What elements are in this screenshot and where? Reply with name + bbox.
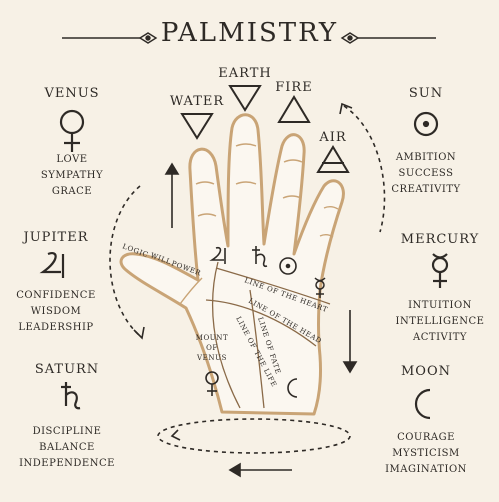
palm-mercury-icon xyxy=(314,277,326,298)
trait-intuition: INTUITION xyxy=(408,300,472,311)
saturn-icon xyxy=(61,382,81,410)
trait-intelligence: INTELLIGENCE xyxy=(395,316,485,327)
trait-imagination: IMAGINATION xyxy=(385,464,467,475)
trait-leadership: LEADERSHIP xyxy=(18,322,94,333)
water-triangle-icon xyxy=(180,113,214,140)
air-triangle-icon xyxy=(316,145,350,173)
moon-traits: COURAGE MYSTICISM IMAGINATION xyxy=(371,430,481,478)
title-flourish-left xyxy=(62,32,158,44)
hand-outline xyxy=(119,113,345,416)
trait-balance: BALANCE xyxy=(39,442,95,453)
hand-illustration xyxy=(119,113,345,416)
trait-confidence: CONFIDENCE xyxy=(16,290,96,301)
trait-activity: ACTIVITY xyxy=(413,332,467,343)
jupiter-icon xyxy=(39,252,65,278)
trait-love: LOVE xyxy=(56,154,88,165)
palm-venus-icon xyxy=(205,371,219,396)
mercury-icon xyxy=(431,253,449,288)
mercury-traits: INTUITION INTELLIGENCE ACTIVITY xyxy=(385,298,495,346)
trait-wisdom: WISDOM xyxy=(30,306,82,317)
palm-saturn-icon xyxy=(252,246,268,268)
of-label: OF xyxy=(206,344,218,352)
palm-moon-icon xyxy=(287,378,298,398)
sun-icon xyxy=(413,111,439,137)
moon-icon xyxy=(414,388,431,420)
trait-success: SUCCESS xyxy=(398,168,454,179)
left-arrow-bottom xyxy=(228,462,292,478)
earth-label: EARTH xyxy=(218,66,272,81)
fire-label: FIRE xyxy=(275,80,313,95)
mount-label: MOUNT xyxy=(196,334,229,342)
trait-independence: INDEPENDENCE xyxy=(19,458,115,469)
fire-triangle-icon xyxy=(277,95,311,123)
moon-name: MOON xyxy=(400,364,451,379)
saturn-name: SATURN xyxy=(34,362,100,377)
air-label: AIR xyxy=(319,130,347,145)
sun-name: SUN xyxy=(408,86,444,101)
dashed-ellipse-bottom xyxy=(157,418,351,454)
trait-ambition: AMBITION xyxy=(395,152,457,163)
venus-icon xyxy=(59,109,85,152)
down-arrow-right xyxy=(342,310,358,374)
mercury-name: MERCURY xyxy=(400,232,480,247)
up-arrow-left xyxy=(164,162,180,228)
earth-triangle-icon xyxy=(228,85,262,112)
trait-mysticism: MYSTICISM xyxy=(392,448,460,459)
palm-jupiter-icon xyxy=(209,246,226,264)
trait-discipline: DISCIPLINE xyxy=(32,426,102,437)
dashed-arc-right xyxy=(339,102,386,233)
trait-sympathy: SYMPATHY xyxy=(40,170,104,181)
venus-mount-label: VENUS xyxy=(196,354,227,362)
trait-creativity: CREATIVITY xyxy=(391,184,461,195)
trait-courage: COURAGE xyxy=(397,432,455,443)
page-title: PALMISTRY xyxy=(160,18,339,48)
jupiter-name: JUPITER xyxy=(23,230,89,245)
title-flourish-right xyxy=(340,32,436,44)
water-label: WATER xyxy=(169,94,225,109)
jupiter-traits: CONFIDENCE WISDOM LEADERSHIP xyxy=(1,288,111,336)
saturn-traits: DISCIPLINE BALANCE INDEPENDENCE xyxy=(12,424,122,472)
trait-grace: GRACE xyxy=(51,186,93,197)
palm-sun-icon xyxy=(279,257,297,275)
venus-traits: LOVE SYMPATHY GRACE xyxy=(17,152,127,200)
sun-traits: AMBITION SUCCESS CREATIVITY xyxy=(371,150,481,198)
venus-name: VENUS xyxy=(44,86,100,101)
dashed-arc-left xyxy=(109,185,145,340)
